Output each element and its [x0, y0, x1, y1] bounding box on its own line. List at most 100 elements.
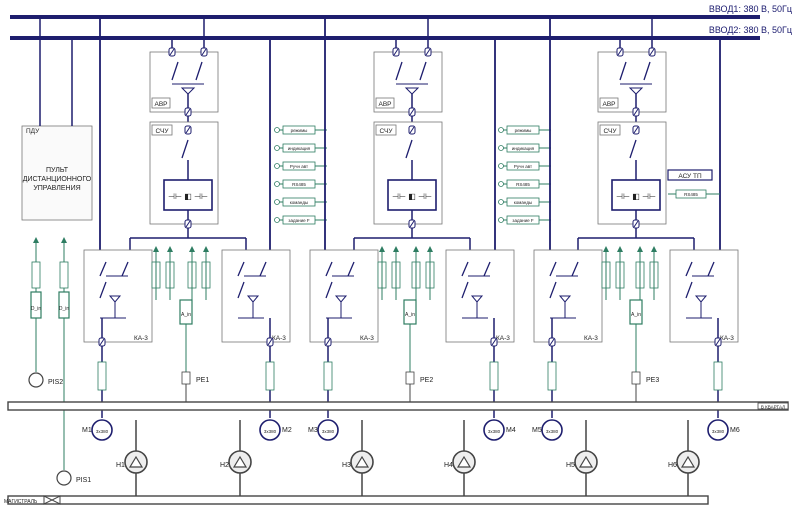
pdu-tag: ПДУ [26, 128, 40, 135]
signal-tag [506, 125, 540, 135]
switch-blade [99, 261, 107, 277]
terminal-slash [169, 48, 175, 56]
terminal-slash [633, 126, 639, 134]
sensor-arrow [651, 246, 657, 252]
contactor-arrow [334, 295, 348, 303]
motor-label: M1 [82, 427, 92, 434]
motor-rating: 3x380 [322, 429, 335, 434]
motor-symbol [707, 419, 729, 441]
signal-tag [282, 197, 316, 207]
signal-tag [282, 125, 316, 135]
vfd-tag-box [599, 124, 621, 136]
asu-label: АСУ ТП [678, 173, 702, 180]
signal-label: RS485 [516, 182, 530, 187]
inverter-box [163, 179, 213, 211]
vfd-label: СЧУ [380, 128, 394, 135]
quarter-pipe [7, 401, 789, 411]
cable-tag [265, 361, 275, 391]
contactor-label: КА-3 [584, 335, 598, 342]
signal-terminal [274, 127, 280, 133]
switch-blade [461, 281, 469, 299]
inverter-symbol: ⊣⊢ ◧ ⊣⊢ [616, 192, 656, 201]
terminal-slash [549, 338, 555, 346]
cable-tag [97, 361, 107, 391]
pump-impeller [680, 455, 696, 468]
signal-label: индикация [512, 146, 535, 151]
motor-label: M3 [308, 427, 318, 434]
signal-terminal [498, 199, 504, 205]
signal-terminal [498, 181, 504, 187]
signal-terminal [274, 163, 280, 169]
bus1-label: ВВОД1: 380 В, 50Гц [708, 4, 792, 14]
asu-box [667, 169, 713, 181]
signal-tag [506, 143, 540, 153]
sensor-arrow [393, 246, 399, 252]
analog-input-label: A_in [181, 312, 191, 318]
switch-blade [685, 261, 693, 277]
signal-label: Ручн авт [514, 164, 532, 169]
valve-left [43, 495, 54, 505]
pump-label: H5 [566, 462, 575, 469]
signal-tag [282, 143, 316, 153]
switch-blade [629, 139, 637, 159]
signal-tag [506, 161, 540, 171]
sensor-arrow [167, 246, 173, 252]
contactor-label: КА-3 [360, 335, 374, 342]
pump-label: H4 [444, 462, 453, 469]
sensor-arrow [379, 246, 385, 252]
inverter-symbol: ⊣⊢ ◧ ⊣⊢ [168, 192, 208, 201]
pump-label: H6 [668, 462, 677, 469]
terminal-slash [201, 48, 207, 56]
terminal-slash [99, 338, 105, 346]
pump-label: H1 [116, 462, 125, 469]
signal-label: Ручн авт [290, 164, 308, 169]
pressure-transducer [181, 371, 191, 385]
switch-blade [685, 281, 693, 299]
cable-tag [323, 361, 333, 391]
terminal-slash [491, 338, 497, 346]
din-tag [31, 261, 41, 289]
signal-terminal [274, 217, 280, 223]
pis2-symbol [28, 372, 44, 388]
sensor-arrow [153, 246, 159, 252]
terminal-slash [633, 220, 639, 228]
signal-label: индикация [288, 146, 311, 151]
signal-label: режимы [515, 128, 532, 133]
switch-blade [461, 261, 469, 277]
switch-blade [405, 139, 413, 159]
switch-blade [571, 261, 579, 277]
signal-terminal [274, 145, 280, 151]
inverter-box [387, 179, 437, 211]
pis1-symbol [56, 470, 72, 486]
pump-label: H2 [220, 462, 229, 469]
motor-symbol [483, 419, 505, 441]
sensor-arrow [617, 246, 623, 252]
avr-arrow [180, 87, 196, 95]
contactor-label: КА-3 [720, 335, 734, 342]
motor-rating: 3x380 [712, 429, 725, 434]
sensor-arrow [203, 246, 209, 252]
switch-blade [483, 261, 491, 277]
contactor-arrow [470, 295, 484, 303]
pdu-title-line: УПРАВЛЕНИЯ [33, 185, 80, 192]
motor-symbol [317, 419, 339, 441]
switch-blade [121, 261, 129, 277]
signal-terminal [498, 127, 504, 133]
pump-impeller [354, 455, 370, 468]
terminal-slash [393, 48, 399, 56]
pdu-title-line: ДИСТАНЦИОННОГО [23, 176, 92, 183]
signal-label: RS485 [292, 182, 306, 187]
terminal-slash [409, 126, 415, 134]
motor-rating: 3x380 [264, 429, 277, 434]
avr-label: АВР [378, 101, 391, 108]
din-tag [59, 261, 69, 289]
terminal-slash [649, 48, 655, 56]
main-pipe [7, 495, 709, 505]
contactor-label: КА-3 [272, 335, 286, 342]
din-label: D_in [59, 306, 70, 312]
asu-signal-label: RS485 [684, 192, 698, 197]
signal-terminal [498, 217, 504, 223]
vfd-tag-box [151, 124, 173, 136]
signal-tag [282, 179, 316, 189]
din-box [58, 291, 70, 319]
